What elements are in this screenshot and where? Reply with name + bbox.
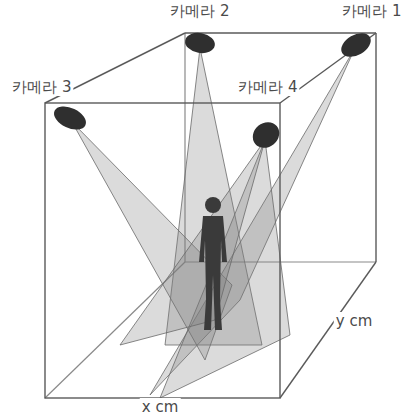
camera-2: [183, 31, 216, 56]
camera-label: 카메라 2: [168, 2, 231, 20]
camera-label: 카메라 4: [236, 78, 299, 96]
room-back-edges: [45, 33, 376, 398]
view-cones: [72, 48, 355, 398]
camera-4: [248, 117, 285, 153]
camera-icons: [50, 28, 374, 153]
room-front-edges: [45, 33, 376, 398]
camera-label: 카메라 3: [10, 78, 73, 96]
camera-1: [337, 28, 375, 61]
person-figure: [199, 197, 227, 330]
view-cone-4b: [120, 140, 265, 345]
dimension-label: y cm: [334, 312, 375, 330]
camera-label: 카메라 1: [340, 2, 403, 20]
dimension-label: x cm: [140, 398, 181, 416]
camera-3: [50, 102, 89, 134]
